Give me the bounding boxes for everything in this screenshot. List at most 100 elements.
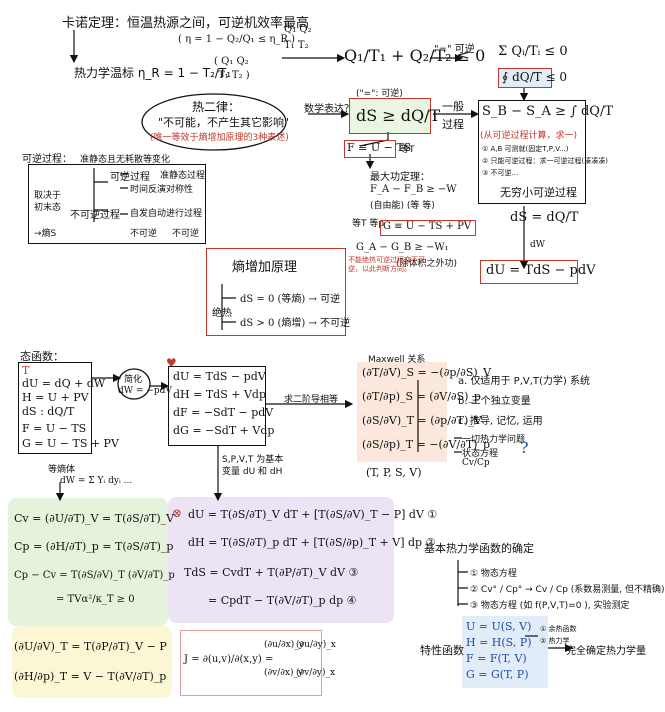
eq-dF: dF = −SdT − pdV [173,406,274,419]
maxwell-note-f: Cv/Cp [462,458,490,468]
entropy-principle-box [206,248,346,336]
du-fundamental: dU = TdS − pdV [486,263,596,278]
initial-final-label: 初末态 [34,203,62,213]
irreversible-b: 不可逆 [172,229,200,239]
max-work-sub: (自由能) (等 等) [370,201,435,211]
derived-dH: dH = T(∂S/∂T)_p dT + [T(∂S/∂p)_T + V] dp… [188,536,436,549]
entropy-sub3: ③ 不可逆... [482,169,519,177]
du-fundamental-box [480,260,578,284]
cross-mark-icon: ⊗ [172,506,183,520]
math-expression-label: 数学表达？ [304,104,354,115]
entropy-definition: dS ≥ dQ/T [356,106,441,125]
heat-cap-cp: Cp = (∂H/∂T)_p = T(∂S/∂T)_p [14,540,174,553]
jacobian-b: (∂u/∂y)_x [296,640,336,650]
gibbs-sub: (除体积之外功) [396,259,458,269]
sf-below2: dW = Σ Yᵢ dyᵢ ... [60,476,133,486]
entropy-increase-line: dS > 0 (熵增) → 不可逆 [240,318,351,329]
free-energy-F: F ≡ U − TS [347,141,412,154]
irreversible-process: 不可逆过程 [70,210,120,221]
jacobian-d: (∂v/∂y)_x [296,668,336,678]
bubble-top: 简化 [124,375,143,385]
max-work-equation: F_A − F_B ≥ −W [370,184,457,195]
time-reversal-symmetry: 时间反演对称性 [130,185,194,195]
sf-F: F = U − TS [22,422,87,435]
char-r1: ① 余热函数 [540,625,577,633]
sf-dS: dS : dQ/T [22,405,75,418]
dq-sub-label: dW [530,240,546,250]
derived-TdS2: = CpdT − T(∂V/∂T)_p dp ④ [208,594,357,607]
carnot-theorem-title: 卡诺定理：恒温热源之间，可逆机效率最高 [62,16,310,31]
state-functions-title: 态函数： [20,350,64,363]
q-ratio2-top: ( Q₁ Q₂ [214,56,249,67]
adiabatic-label: 绝热 [212,308,232,319]
clausius-reversible-note: "=" 可逆 [434,44,475,55]
jacobian-box [180,630,322,696]
characteristic-label: 特性函数 [420,644,464,657]
isentropic-line: dS = 0 (等熵) → 可逆 [240,294,341,305]
heat-cap-highlight [8,498,168,626]
sf-T: T [22,364,30,377]
entropy-sub1: ① A,B 可测就(固定T,P,V...) [482,145,569,153]
reversible-title: 可逆过程： [22,154,72,165]
carnot-efficiency-formula: ( η = 1 − Q₂/Q₁ ≤ η_R ) [178,34,296,45]
maxwell-note-d: 一切热力学问题 [462,435,526,445]
gibbs-definition: G ≡ U − TS + PV [383,221,472,232]
sf-below: 等熵体 [48,465,76,475]
jacobian-a: (∂u/∂x)_y [264,640,304,650]
maxwell-note-e: 状态方程 [462,449,499,459]
maxwell-r4: (∂S/∂p)_T = −(∂V/∂T)_p [362,438,490,451]
q-ratio-top: Q₁ Q₂ [284,24,312,35]
entropy-integral: S_B − S_A ≥ ∫ dQ/T [482,104,614,119]
q-ratio2-bottom: T₁ T₂ ) [218,70,250,81]
thermo-below2: 变量 dU 和 dH [222,467,283,477]
maxwell-r2: (∂T/∂p)_S = (∂V/∂S)_p [362,390,481,403]
cyclic-integral-box [498,68,552,88]
derived-dU: dU = T(∂S/∂T)_V dT + [T(∂S/∂V)_T − P] dV… [188,508,438,521]
sf-G: G = U − TS + PV [22,437,119,450]
experiment-l2: ② Cv° / Cp° → Cv / Cp (系数易测量, 但不精确) [470,585,665,595]
entropy-integral-box [478,100,586,204]
thermo-below: S,P,V,T 为基本 [222,455,284,465]
question-mark: ? [520,438,529,457]
eq-dG: dG = −SdT + Vdp [173,424,275,437]
second-law-note: (唯一等效于熵增加原理的3种表述) [150,133,289,143]
bubble-dw: dW = −pdV [118,386,172,396]
char-H: H = H(S, P) [466,636,532,649]
equality-reversible-label: ("=": 可逆) [356,89,403,99]
gibbs-inequality: G_A − G_B ≥ −W₁ [356,242,449,253]
maxwell-note-b: b. 三个独立变量 [458,396,531,407]
maxwell-vars: (T, P, S, V) [366,466,422,479]
entropy-s-label: →熵S [34,229,57,239]
reversible-process: 可逆过程 [110,172,150,183]
second-derivative-label: 求二阶导相等 [284,395,339,405]
thermo-equations-box [168,366,266,446]
char-result: 完全确定热力学量 [566,646,646,657]
jacobian-lhs: J = ∂(u,v)/∂(x,y) = [184,654,274,665]
reversible-title-note: 准静态且无耗散等变化 [80,155,171,165]
jacobian-c: (∂v/∂x)_y [264,668,304,678]
characteristic-highlight [462,616,548,688]
eq-dH: dH = TdS + Vdp [173,388,266,401]
char-G: G = G(T, P) [466,668,529,681]
second-law-title: 热二律： [192,100,241,114]
experiment-title: 基本热力学函数的确定 [424,542,534,555]
heat-cap-cv: Cv = (∂U/∂T)_V = T(∂S/∂T)_V [14,512,175,525]
spontaneous-process: 自发自动进行过程 [130,209,203,219]
clausius-inequality: Q₁/T₁ + Q₂/T₂ ≤ 0 [344,46,486,65]
experiment-l1: ① 物态方程 [470,569,517,579]
entropy-principle-note: 不能绝热可逆过程变不可逆，以此判断方向。 [348,256,425,274]
connector-lines [55,30,574,653]
char-r2: ② 热力学 [540,637,570,645]
second-law-statement: "不可能，不产生其它影响" [158,116,290,129]
infinitesimal-label: 无穷小可逆过程 [500,186,577,199]
enthalpy-pressure: (∂H/∂p)_T = V − T(∂V/∂T)_p [14,670,167,683]
experiment-l3: ③ 物态方程 (如 f(P,V,T)=0 ), 实验测定 [470,601,630,611]
cyclic-integral: ∮ dQ/T ≤ 0 [502,70,567,84]
derived-highlight [168,497,394,623]
gibbs-condition: 等T 等p [352,219,385,229]
general-process-label: 一般 过程 [442,100,464,131]
entropy-principle-title: 熵增加原理 [232,260,298,275]
maxwell-note-a: a. 仅适用于 P,V,T(力学) 系统 [458,376,590,387]
reversible-ds: dS = dQ/T [510,210,579,225]
quasi-static-process: 准静态过程 [160,171,206,181]
